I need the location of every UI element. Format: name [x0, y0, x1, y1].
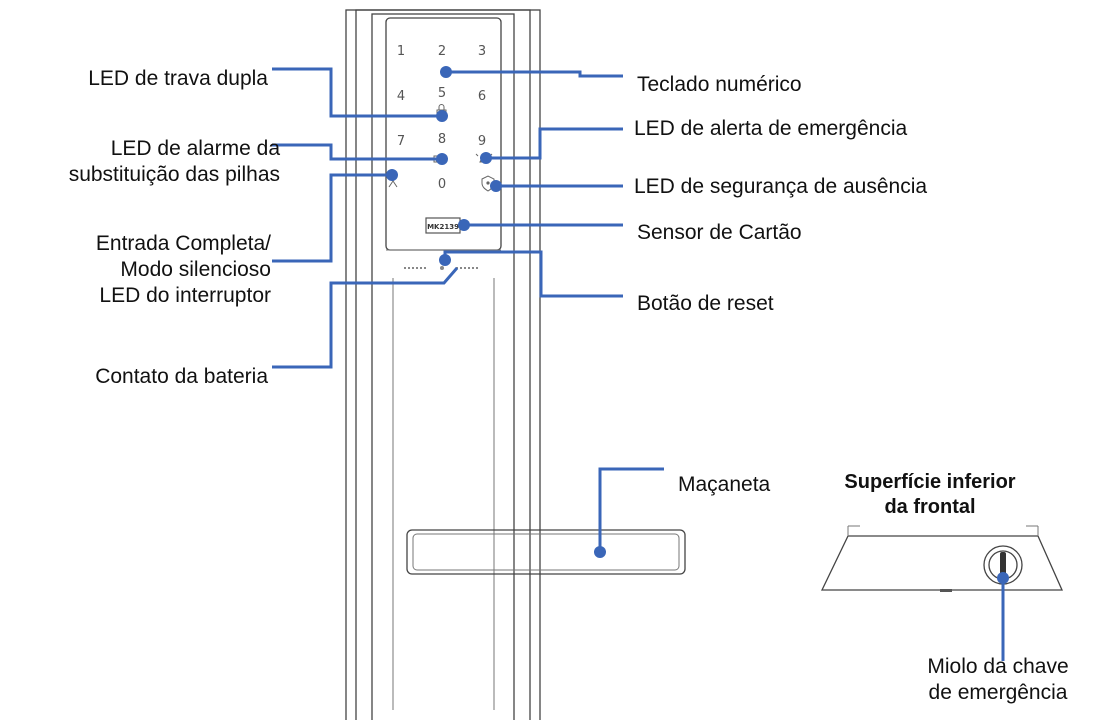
label-handle: Maçaneta	[678, 473, 771, 496]
label-battery-contact: Contato da bateria	[95, 365, 268, 388]
key-0: 0	[438, 177, 446, 192]
label-bottom-surface-title: Superfície inferior da frontal	[844, 471, 1016, 518]
key-4: 4	[397, 89, 405, 104]
key-7: 7	[397, 134, 405, 149]
key-1: 1	[397, 44, 405, 59]
label-double-lock-led: LED de trava dupla	[88, 67, 268, 90]
key-6: 6	[478, 89, 486, 104]
key-3: 3	[478, 44, 486, 59]
card-sensor-text: MK2139	[427, 223, 459, 231]
card-sensor: MK2139	[425, 217, 461, 234]
label-battery-alarm-led: LED de alarme da substituição das pilhas	[68, 137, 280, 186]
label-numeric-keypad: Teclado numérico	[637, 73, 802, 96]
label-emergency-alert-led: LED de alerta de emergência	[634, 117, 908, 140]
key-9: 9	[478, 134, 486, 149]
handle	[406, 529, 686, 575]
battery-contacts	[404, 266, 480, 270]
key-8: 8	[438, 132, 446, 147]
bottom-surface-drawing	[820, 525, 1064, 592]
label-away-security-led: LED de segurança de ausência	[634, 175, 928, 198]
label-emergency-key-cylinder: Miolo da chave de emergência	[927, 655, 1069, 704]
keypad: 1 2 3 4 5 6 7 8 9 0	[397, 44, 486, 192]
key-5: 5	[438, 86, 446, 101]
key-2: 2	[438, 44, 446, 59]
lock-body	[345, 9, 541, 720]
leader-lines	[272, 67, 1005, 661]
label-full-entry-silent-led: Entrada Completa/ Modo silencioso LED do…	[95, 232, 271, 307]
label-card-sensor: Sensor de Cartão	[637, 221, 802, 244]
label-reset-button: Botão de reset	[637, 292, 774, 315]
leader-dots	[386, 66, 1009, 584]
